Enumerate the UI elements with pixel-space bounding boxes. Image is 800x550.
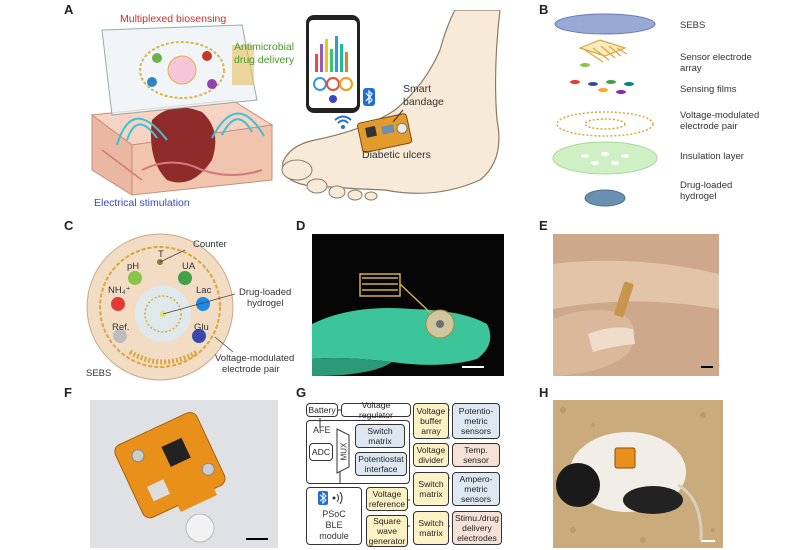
label-ref: Ref. bbox=[112, 322, 130, 333]
layer-drug-loaded-hydrogel: Drug-loaded hydrogel bbox=[680, 180, 733, 202]
photo-circuit-board bbox=[90, 400, 278, 548]
panel-letter-f: F bbox=[64, 385, 72, 400]
block-voltage-buffer-array: Voltage buffer array bbox=[413, 403, 449, 439]
label-ph: pH bbox=[127, 261, 140, 272]
label-glu: Glu bbox=[194, 322, 209, 333]
layer-sensor-electrode-array: Sensor electrode array bbox=[680, 52, 752, 74]
block-amperometric-sensors: Ampero- metric sensors bbox=[452, 472, 500, 506]
block-temp-sensor: Temp. sensor bbox=[452, 443, 500, 467]
panel-b-exploded-layers bbox=[552, 13, 658, 207]
label-counter: Counter bbox=[193, 239, 227, 250]
panel-c-sensor-layout bbox=[86, 233, 235, 381]
label-vm-line2: electrode pair bbox=[222, 364, 280, 375]
photo-arm-sensor bbox=[553, 234, 719, 376]
layer-insulation: Insulation layer bbox=[680, 151, 744, 162]
block-afe-container bbox=[306, 420, 410, 484]
label-psoc: PSoC BLE module bbox=[319, 509, 349, 541]
label-antimicrobial-line2: drug delivery bbox=[234, 54, 295, 66]
label-afe: AFE bbox=[313, 425, 331, 435]
panel-letter-h: H bbox=[539, 385, 549, 400]
label-nh4: NH₄⁺ bbox=[108, 285, 131, 296]
block-stimu-drug-delivery: Stimu./drug delivery electrodes bbox=[452, 511, 502, 545]
label-antimicrobial-line1: Antimicrobial bbox=[234, 41, 295, 53]
block-voltage-reference: Voltage reference bbox=[366, 487, 408, 511]
photo-rat-with-bandage bbox=[553, 400, 723, 548]
block-switch-matrix-2: Switch matrix bbox=[413, 472, 449, 506]
panel-letter-c: C bbox=[64, 218, 74, 233]
block-square-wave-generator: Square wave generator bbox=[366, 515, 408, 547]
block-voltage-regulator: Voltage regulator bbox=[341, 400, 411, 420]
block-battery: Battery bbox=[306, 403, 338, 417]
label-multiplexed-biosensing: Multiplexed biosensing bbox=[120, 13, 227, 25]
photo-finger-sensor bbox=[312, 234, 504, 376]
label-electrical-stimulation: Electrical stimulation bbox=[94, 197, 190, 209]
layer-sebs: SEBS bbox=[680, 20, 706, 31]
label-lac: Lac bbox=[196, 285, 212, 296]
panel-letter-d: D bbox=[296, 218, 306, 233]
block-switch-matrix-3: Switch matrix bbox=[413, 511, 449, 545]
label-sebs-c: SEBS bbox=[86, 368, 112, 379]
block-psoc-container bbox=[306, 487, 362, 545]
layer-voltage-modulated-pair: Voltage-modulated electrode pair bbox=[680, 110, 760, 132]
label-smart-line1: Smart bbox=[403, 83, 432, 95]
block-potentiometric-sensors: Potentio- metric sensors bbox=[452, 403, 500, 439]
panel-letter-e: E bbox=[539, 218, 548, 233]
label-drug-line2: hydrogel bbox=[247, 298, 284, 309]
label-t: T bbox=[158, 249, 164, 260]
wireless-signal-icon bbox=[334, 115, 352, 129]
foot-illustration bbox=[281, 10, 501, 201]
signal-waves-icon bbox=[332, 491, 343, 505]
panel-a-skin-illustration bbox=[90, 24, 274, 196]
panel-letter-b: B bbox=[539, 2, 549, 17]
layer-sensing-films: Sensing films bbox=[680, 84, 737, 95]
panel-letter-g: G bbox=[296, 385, 307, 400]
block-adc: ADC bbox=[309, 443, 333, 461]
block-potentiostat-interface: Potentiostat interface bbox=[355, 452, 407, 476]
smartphone-illustration bbox=[306, 15, 360, 113]
label-smart-line2: bandage bbox=[403, 96, 444, 108]
block-voltage-divider: Voltage divider bbox=[413, 443, 449, 467]
block-switch-matrix-blue: Switch matrix bbox=[355, 424, 405, 448]
label-drug-line1: Drug-loaded bbox=[239, 287, 292, 298]
label-ua: UA bbox=[182, 261, 196, 272]
label-diabetic-ulcers: Diabetic ulcers bbox=[362, 149, 431, 161]
mux-shape bbox=[336, 428, 350, 474]
bluetooth-icon-g bbox=[318, 491, 328, 505]
label-mux: MUX bbox=[339, 442, 349, 461]
panel-letter-a: A bbox=[64, 2, 74, 17]
label-vm-line1: Voltage-modulated bbox=[215, 353, 295, 364]
bluetooth-icon bbox=[363, 88, 375, 106]
